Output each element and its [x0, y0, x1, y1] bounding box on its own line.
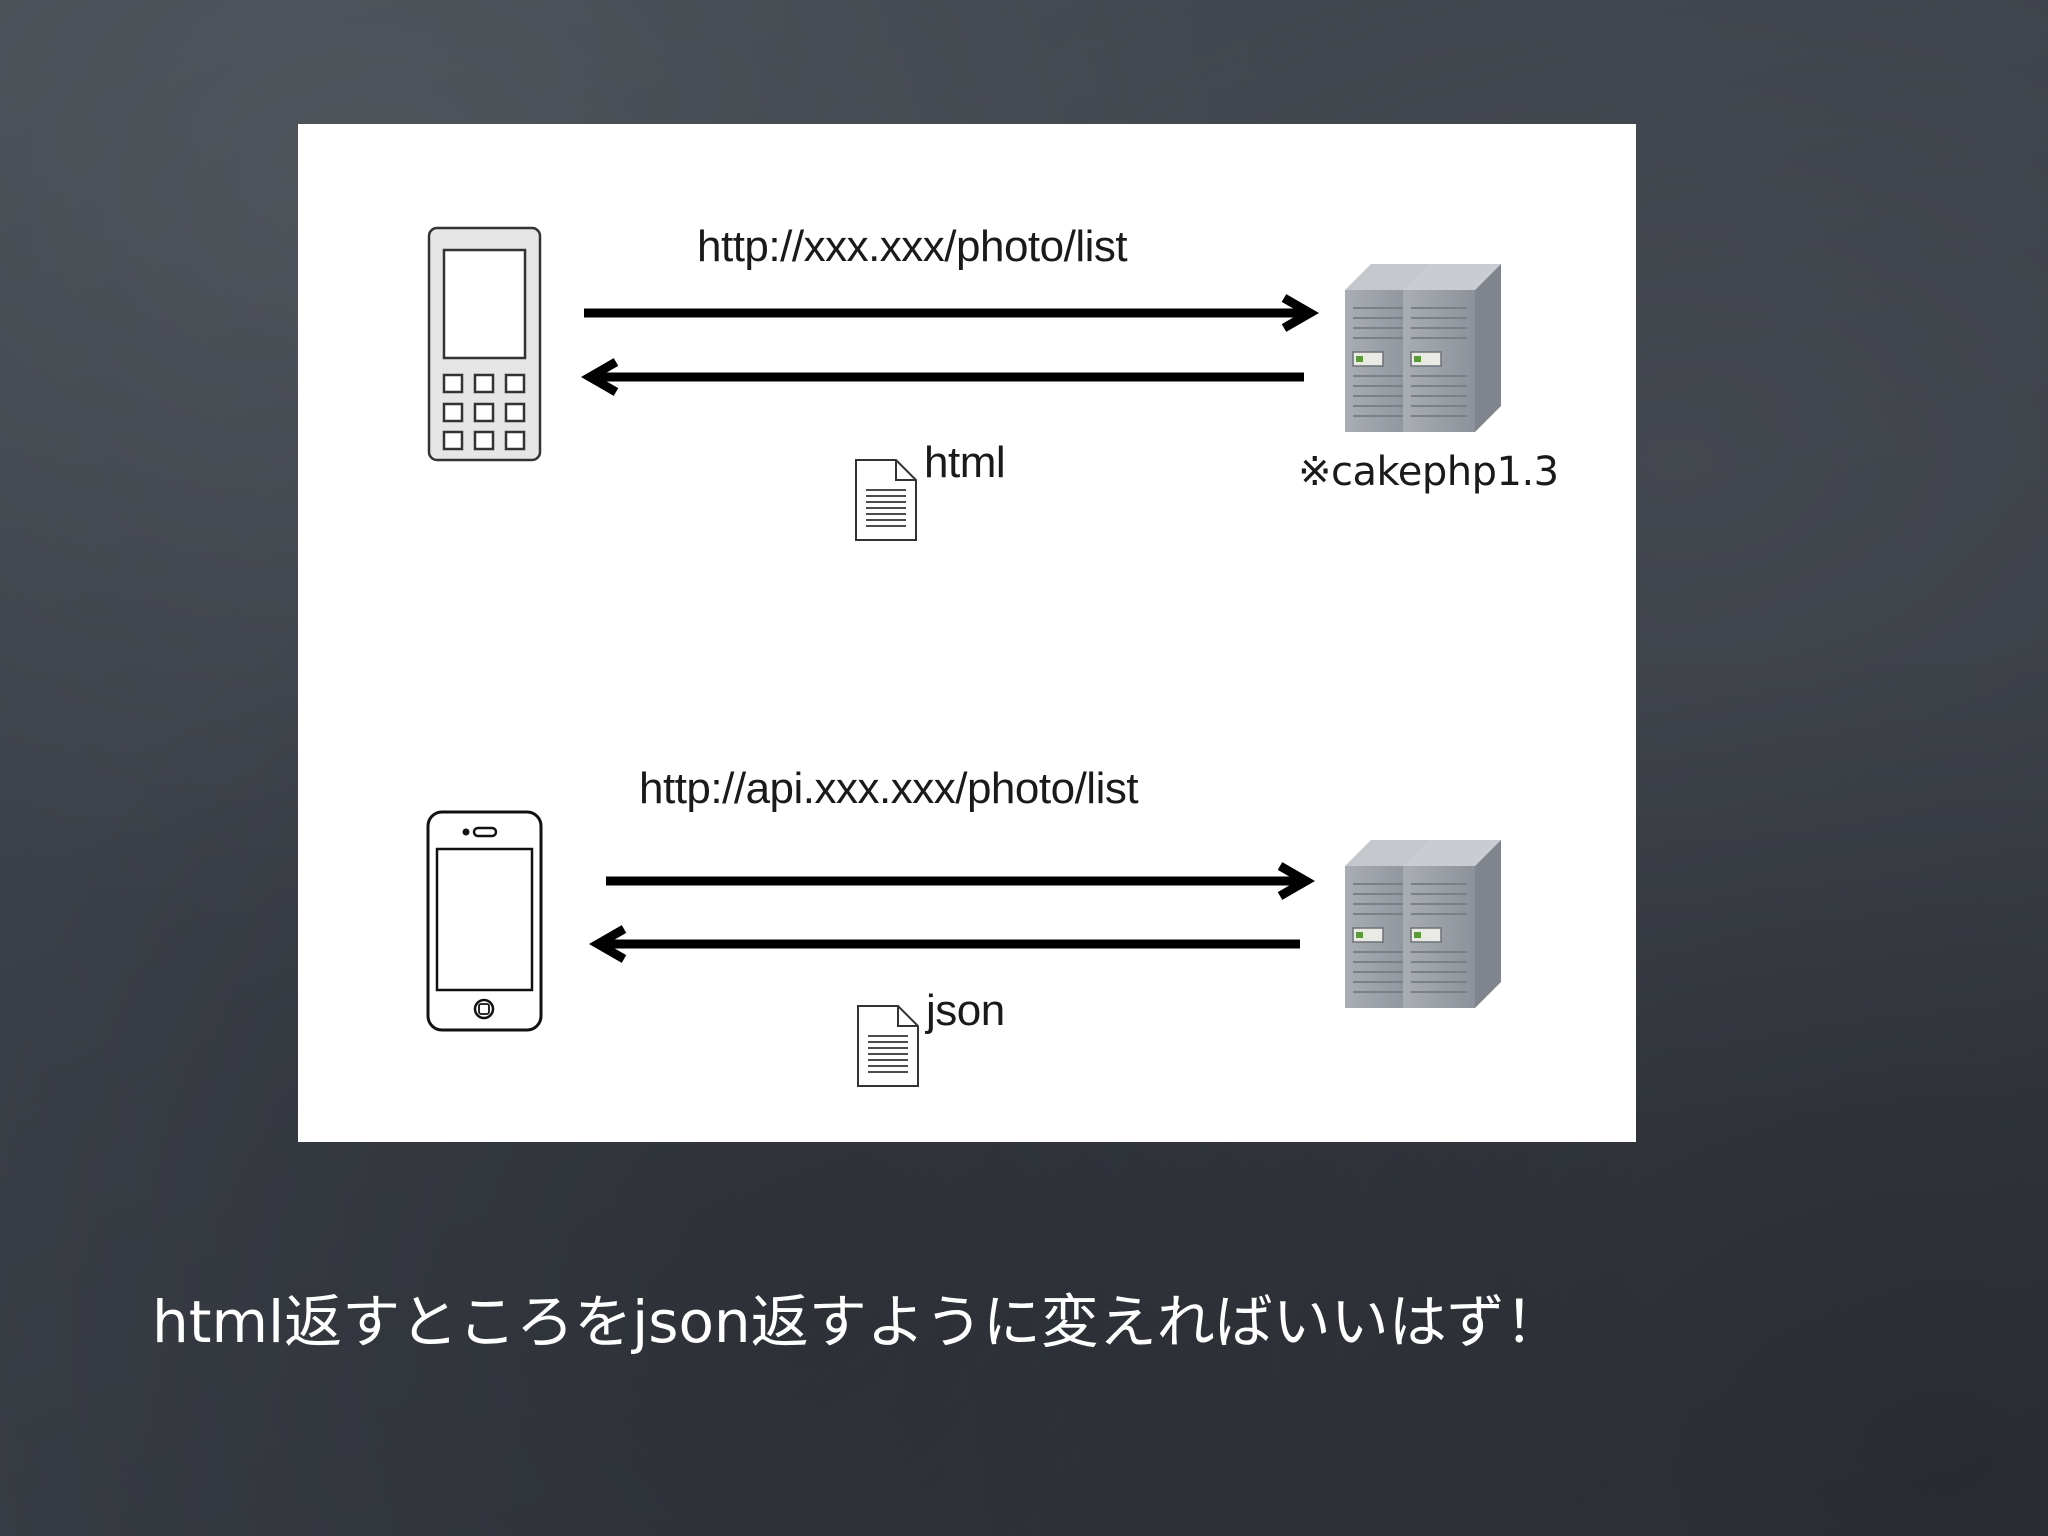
response-arrow-top: [580, 358, 1304, 396]
server-rack-icon: [1345, 840, 1501, 1008]
request-arrow-top: [584, 294, 1320, 332]
request-arrow-bottom: [606, 862, 1316, 900]
diagram-card: http://xxx.xxx/photo/list html ※cakephp1…: [298, 124, 1636, 1142]
feature-phone-icon: [427, 226, 542, 462]
server-note-label: ※cakephp1.3: [1298, 449, 1559, 495]
server-rack-icon: [1345, 264, 1501, 432]
response-format-label: html: [924, 438, 1006, 487]
diagram-canvas: [426, 226, 1501, 1087]
document-icon: [855, 459, 917, 541]
smartphone-icon: [426, 810, 543, 1032]
document-icon: [857, 1005, 919, 1087]
response-arrow-bottom: [588, 925, 1300, 963]
request-url-label: http://xxx.xxx/photo/list: [697, 222, 1128, 271]
api-request-url-label: http://api.xxx.xxx/photo/list: [639, 764, 1139, 813]
api-response-format-label: json: [926, 986, 1005, 1035]
slide-caption: html返すところをjson返すように変えればいいはず！: [152, 1288, 1563, 1356]
